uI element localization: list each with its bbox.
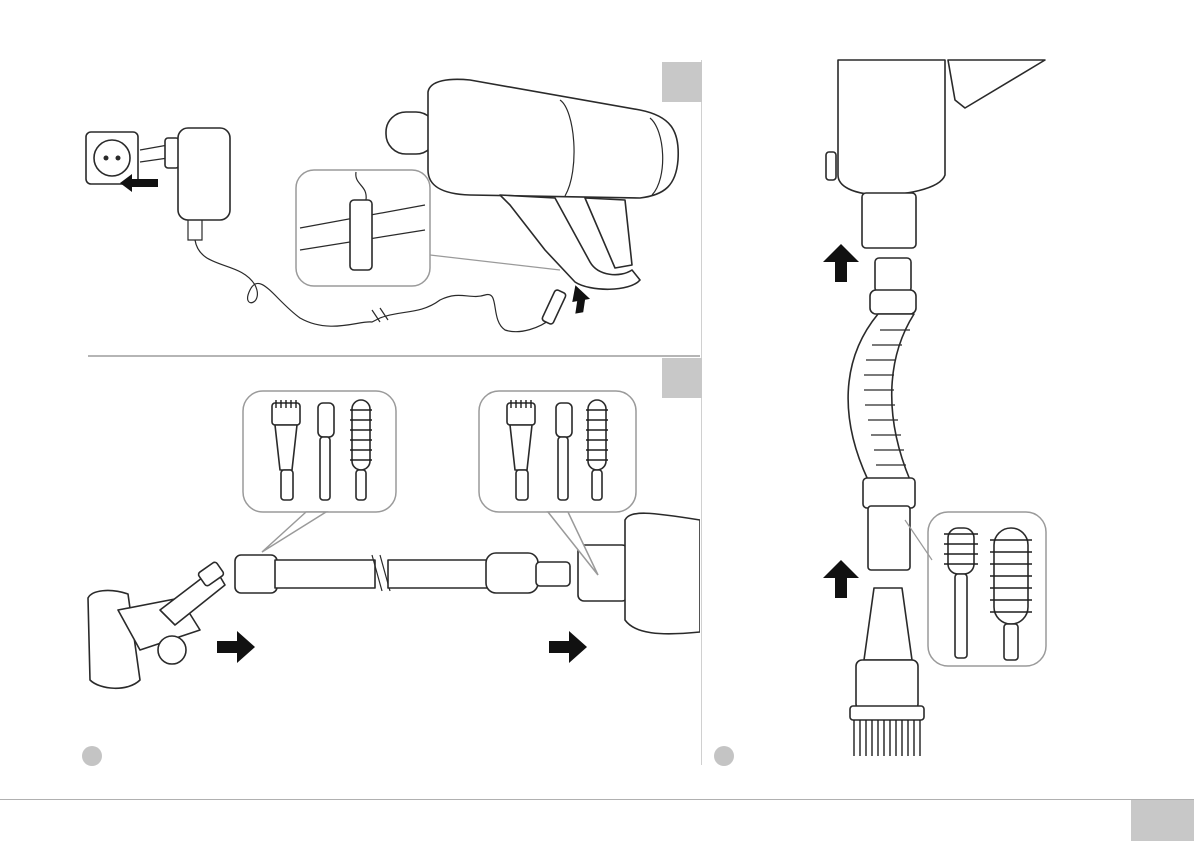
vertical-divider <box>701 60 702 765</box>
accessory-callout-hose <box>928 512 1046 666</box>
floor-head <box>88 561 225 688</box>
extension-tube <box>235 555 277 593</box>
brush-attachment-icon <box>507 400 608 500</box>
push-arrow-icon <box>823 560 859 598</box>
push-arrow-icon <box>823 244 859 282</box>
brush-attachment-icon <box>850 588 924 756</box>
brush-attachment-icon <box>272 400 372 500</box>
wand-assembly-figure <box>0 0 700 800</box>
push-arrow-icon <box>217 631 255 663</box>
page-number-badge <box>1131 800 1194 841</box>
note-dot-right <box>714 746 734 766</box>
brush-attachment-icon <box>944 528 1032 660</box>
flexible-hose <box>848 314 914 480</box>
handheld-unit-top <box>826 60 1045 248</box>
push-arrow-icon <box>549 631 587 663</box>
